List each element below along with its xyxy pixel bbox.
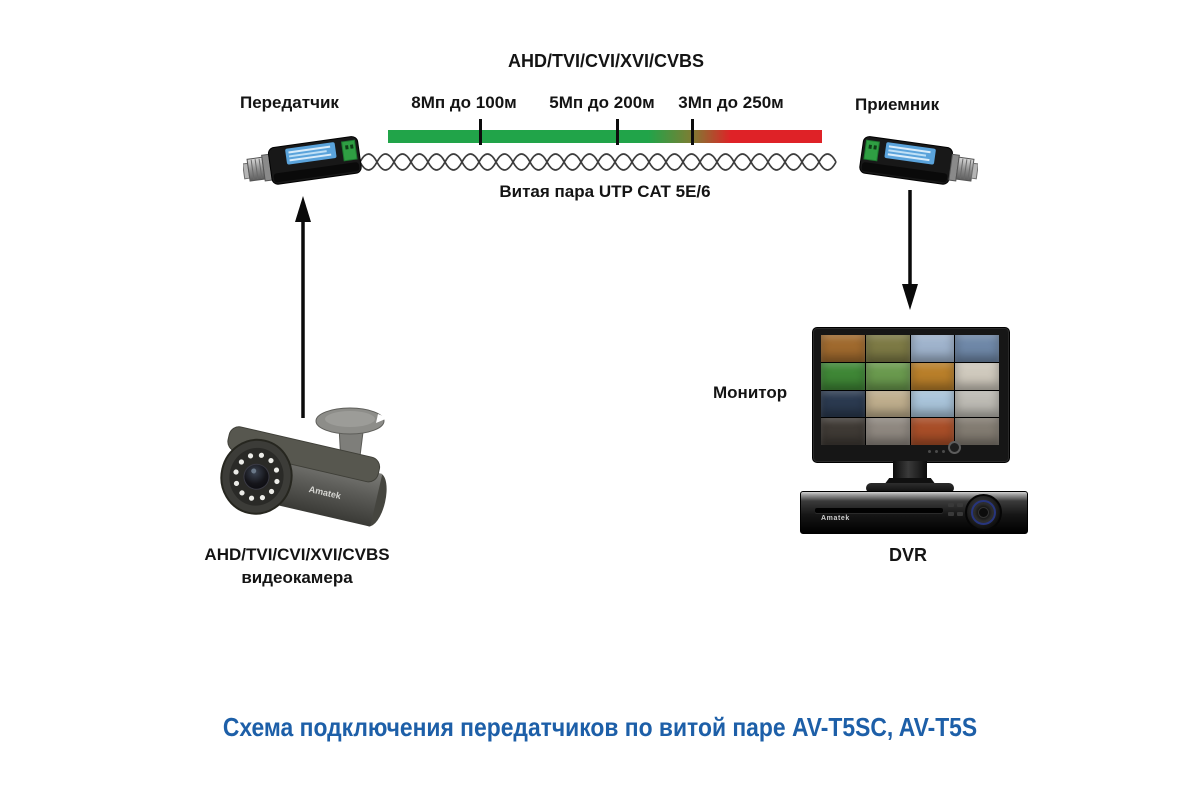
dvr-button <box>948 503 954 507</box>
monitor-screen-tile <box>955 418 999 445</box>
monitor-stand-neck <box>893 461 927 480</box>
balun-terminal-block <box>863 139 881 162</box>
monitor-screen-tile <box>821 390 865 418</box>
dvr-button <box>948 512 954 516</box>
monitor-screen-tile <box>910 335 955 362</box>
cable-label: Витая пара UTP CAT 5E/6 <box>499 182 711 201</box>
twisted-pair-cable <box>360 153 837 171</box>
cctv-camera: Amatek <box>220 407 388 527</box>
monitor-screen-tile <box>955 362 999 390</box>
dvr-disc-slot <box>815 508 943 513</box>
monitor-label: Монитор <box>713 383 788 402</box>
monitor-stand-base <box>866 483 954 493</box>
monitor-screen-tile <box>821 335 865 362</box>
monitor-screen-tile <box>821 362 865 390</box>
distance-tick-100m <box>479 119 482 145</box>
distance-tick-250m <box>691 119 694 145</box>
camera-lens <box>243 463 270 490</box>
monitor-screen-tile <box>910 418 955 445</box>
dvr-jog-knob <box>978 507 989 518</box>
monitor-screen-tile <box>910 390 955 418</box>
monitor-screen-tile <box>865 418 910 445</box>
camera-to-transmitter-arrow <box>295 196 311 418</box>
monitor-stand-foot <box>884 478 936 485</box>
monitor-screen-grid <box>821 335 999 445</box>
monitor-screen-tile <box>821 418 865 445</box>
camera-label-line1: AHD/TVI/CVI/XVI/CVBS <box>204 545 390 564</box>
monitor-screen-tile <box>910 362 955 390</box>
distance-tick-200m <box>616 119 619 145</box>
range-label-3mp: 3Мп до 250м <box>678 93 784 112</box>
bnc-tip <box>970 162 978 180</box>
monitor-indicator-dot <box>935 450 938 453</box>
dvr-jog-ring <box>971 500 996 525</box>
monitor-screen-tile <box>865 390 910 418</box>
monitor-screen-tile <box>955 390 999 418</box>
dvr-brand-text: Amatek <box>821 515 850 522</box>
signal-standards-title: AHD/TVI/CVI/XVI/CVBS <box>507 51 705 71</box>
dvr-label: DVR <box>888 545 928 565</box>
transmitter-balun <box>243 136 362 185</box>
camera-ir-leds <box>233 452 280 501</box>
monitor-indicator-dot <box>928 450 931 453</box>
receiver-label: Приемник <box>855 95 940 114</box>
monitor-screen-tile <box>955 335 999 362</box>
receiver-balun <box>859 136 978 185</box>
receiver-to-monitor-arrow <box>902 190 918 310</box>
scheme-caption: Схема подключения передатчиков по витой … <box>222 712 978 742</box>
monitor-indicator-dot <box>942 450 945 453</box>
balun-terminal-block <box>340 139 358 162</box>
range-label-5mp: 5Мп до 200м <box>549 93 655 112</box>
distance-gradient-bar <box>388 130 822 143</box>
range-label-8mp: 8Мп до 100м <box>411 93 517 112</box>
monitor-screen-tile <box>865 335 910 362</box>
transmitter-label: Передатчик <box>240 93 339 112</box>
monitor-screen-tile <box>865 362 910 390</box>
camera-body: Amatek <box>220 426 387 527</box>
dvr-button <box>957 503 963 507</box>
camera-label-line2: видеокамера <box>241 568 353 587</box>
dvr-button <box>957 512 963 516</box>
monitor-power-button <box>948 441 961 454</box>
